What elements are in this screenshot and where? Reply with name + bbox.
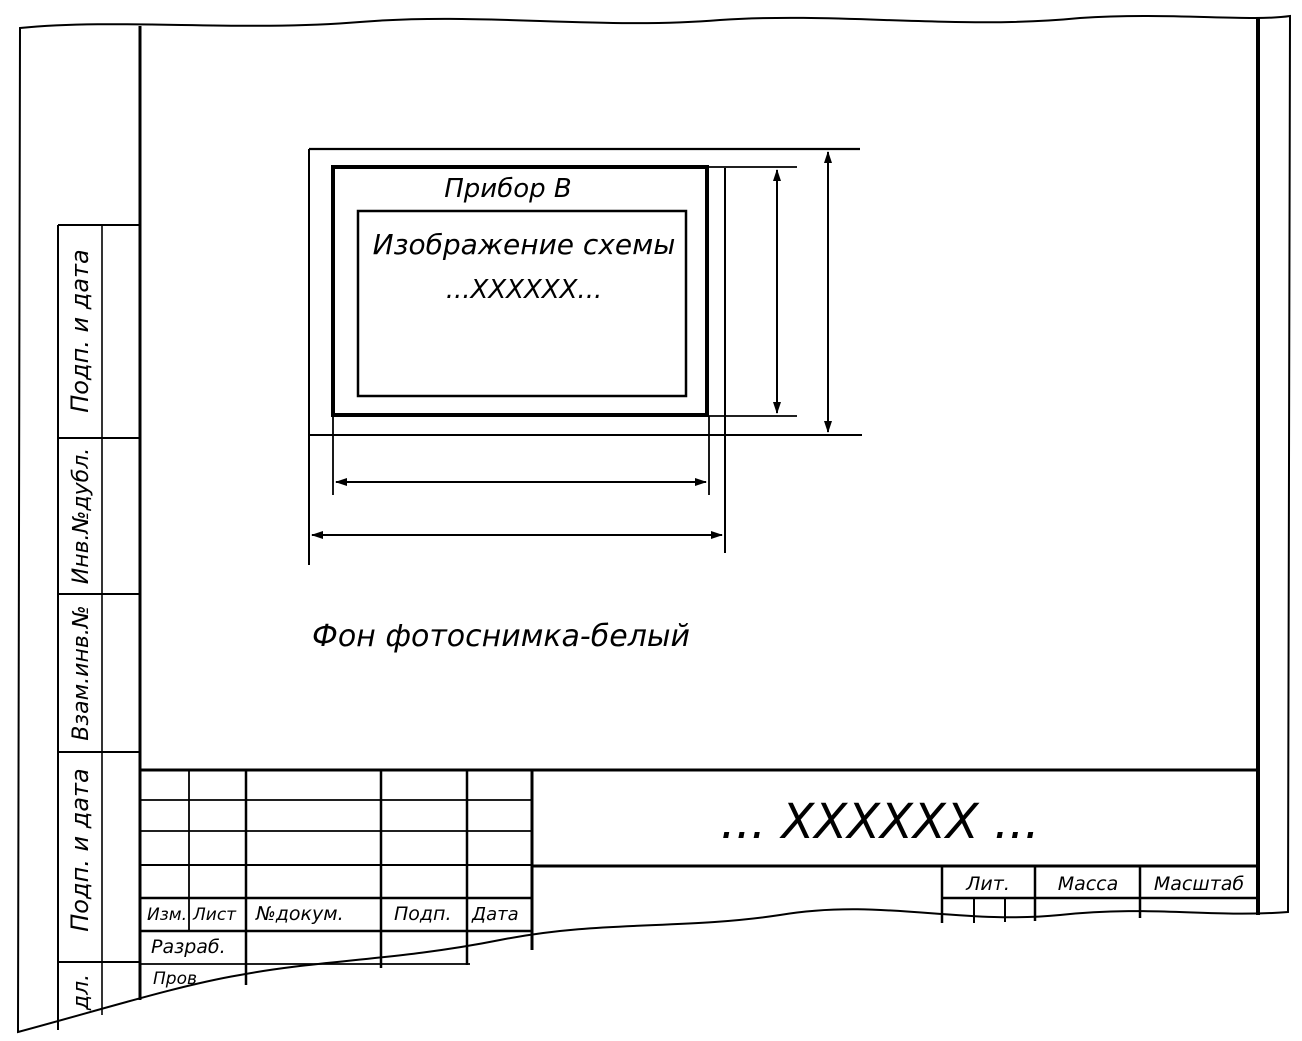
side-label-inv-podl: дл. — [69, 974, 94, 1011]
side-label-inv-dup: Инв.№дубл. — [69, 448, 94, 585]
dimension-lines — [308, 147, 862, 565]
schematic-image-code: ...XXXXXX... — [446, 275, 602, 305]
col-header-doc-number: №докум. — [255, 903, 344, 925]
side-strip: Подп. и дата Инв.№дубл. Взам.инв.№ Подп.… — [57, 224, 140, 1030]
background-note: Фон фотоснимка-белый — [312, 619, 690, 654]
side-label-vzam-inv: Взам.инв.№ — [69, 605, 94, 740]
row-label-developed: Разраб. — [151, 936, 226, 958]
designation-text: ... XXXXXX ... — [720, 794, 1039, 850]
paper-sheet — [16, 14, 1292, 1034]
inner-frame — [138, 18, 1260, 1000]
field-massa: Масса — [1058, 873, 1119, 895]
schematic-image-label: Изображение схемы — [373, 228, 676, 261]
field-lit: Лит. — [965, 873, 1010, 895]
side-label-sign-date-top: Подп. и дата — [66, 249, 94, 413]
col-header-izm: Изм. — [147, 905, 187, 925]
title-block: ... XXXXXX ... Изм. Лист №докум. Подп. Д… — [140, 770, 1258, 989]
side-label-sign-date-bottom: Подп. и дата — [66, 768, 94, 932]
row-label-checked: Пров — [153, 969, 197, 989]
device-outline: Прибор В Изображение схемы ...XXXXXX... — [331, 165, 709, 417]
schematic-image-area — [356, 209, 688, 398]
col-header-date: Дата — [471, 904, 519, 925]
col-header-signature: Подп. — [394, 903, 452, 925]
col-header-list: Лист — [192, 905, 237, 925]
field-masshtab: Масштаб — [1154, 873, 1245, 895]
device-title: Прибор В — [444, 174, 572, 204]
